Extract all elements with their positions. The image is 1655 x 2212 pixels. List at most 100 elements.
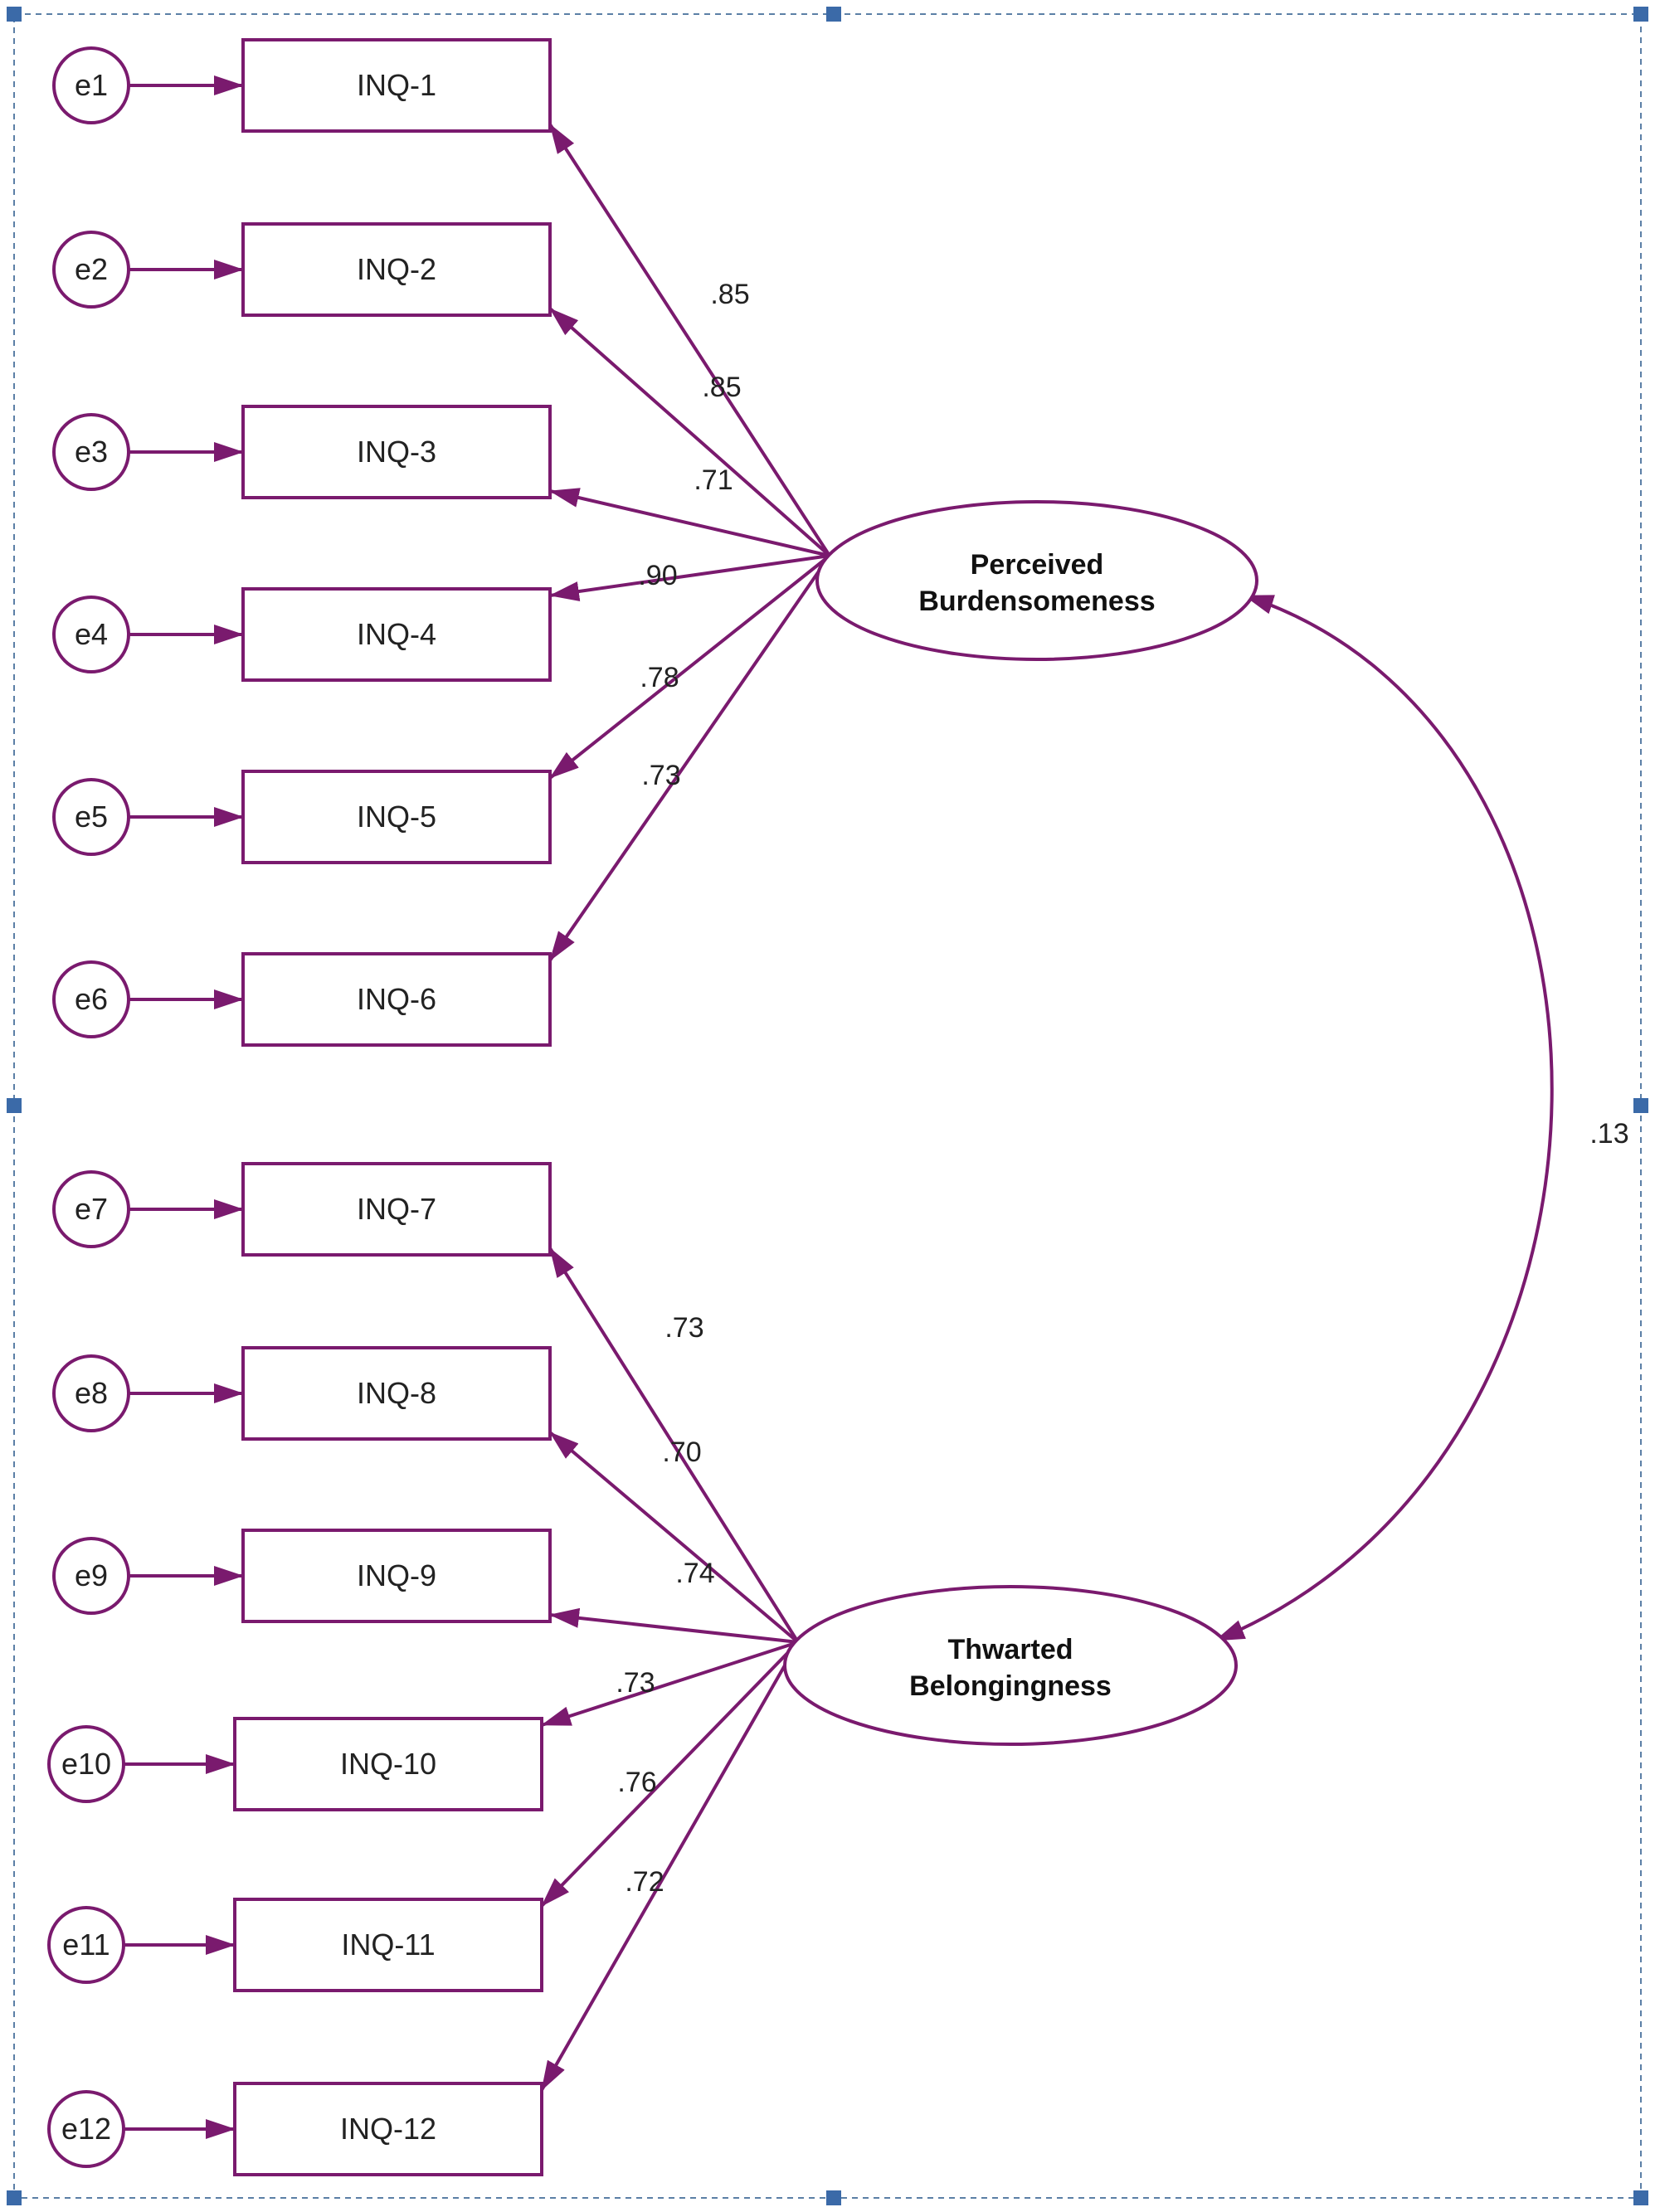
- error-label: e5: [75, 800, 108, 834]
- indicator-label: INQ-9: [357, 1558, 436, 1592]
- correlation-label: .13: [1589, 1118, 1628, 1150]
- indicator-label: INQ-7: [357, 1192, 436, 1226]
- error-term-e6[interactable]: e6: [52, 960, 130, 1038]
- latent-label-line: Burdensomeness: [918, 586, 1155, 617]
- indicator-box: [241, 587, 552, 682]
- indicator-label: INQ-3: [357, 435, 436, 469]
- error-term-e9[interactable]: e9: [52, 1537, 130, 1615]
- indicator-inq-2[interactable]: INQ-2: [241, 222, 552, 317]
- indicator-label: INQ-6: [357, 982, 436, 1016]
- indicator-box: [233, 2082, 543, 2176]
- indicator-inq-8[interactable]: INQ-8: [241, 1346, 552, 1441]
- loading-arrow: [540, 1641, 800, 1908]
- error-circle: [52, 960, 130, 1038]
- selection-handle[interactable]: [826, 7, 841, 22]
- error-label: e11: [62, 1928, 110, 1962]
- loading-label: .85: [702, 372, 741, 403]
- error-term-e10[interactable]: e10: [47, 1725, 125, 1803]
- selection-handle[interactable]: [1633, 7, 1648, 22]
- selection-handle[interactable]: [826, 2190, 841, 2205]
- loading-label: .73: [664, 1312, 703, 1344]
- error-term-e3[interactable]: e3: [52, 413, 130, 491]
- indicator-label: INQ-2: [357, 252, 436, 286]
- loading-arrow: [549, 554, 830, 601]
- loading-arrow: [548, 554, 831, 962]
- error-circle: [47, 1906, 125, 1984]
- latent-ellipse: [783, 1585, 1238, 1746]
- loading-label: .73: [641, 760, 680, 791]
- error-term-e12[interactable]: e12: [47, 2090, 125, 2168]
- error-label: e1: [75, 68, 108, 102]
- error-label: e3: [75, 435, 108, 469]
- selection-frame: [13, 13, 1642, 2199]
- latent-label-line: Belongingness: [909, 1670, 1112, 1702]
- indicator-box: [241, 1346, 552, 1441]
- indicator-inq-1[interactable]: INQ-1: [241, 38, 552, 133]
- selection-handle[interactable]: [1633, 2190, 1648, 2205]
- correlation-arrow: [1214, 594, 1554, 1642]
- error-circle: [52, 596, 130, 673]
- error-term-e11[interactable]: e11: [47, 1906, 125, 1984]
- loading-arrow: [548, 554, 831, 780]
- indicator-label: INQ-10: [340, 1747, 436, 1781]
- loading-label: .78: [640, 662, 679, 693]
- error-circle: [52, 778, 130, 856]
- indicator-inq-4[interactable]: INQ-4: [241, 587, 552, 682]
- selection-handle[interactable]: [7, 2190, 22, 2205]
- indicator-inq-11[interactable]: INQ-11: [233, 1898, 543, 1992]
- error-circle: [52, 413, 130, 491]
- error-circle: [47, 1725, 125, 1803]
- indicator-label: INQ-8: [357, 1376, 436, 1410]
- latent-label-line: Perceived: [971, 549, 1104, 581]
- error-label: e6: [75, 982, 108, 1016]
- loading-label: .74: [675, 1558, 714, 1589]
- indicator-box: [241, 38, 552, 133]
- indicator-label: INQ-1: [357, 68, 436, 102]
- selection-handle[interactable]: [7, 1098, 22, 1113]
- error-term-e7[interactable]: e7: [52, 1170, 130, 1248]
- indicator-inq-6[interactable]: INQ-6: [241, 952, 552, 1047]
- loading-label: .73: [616, 1667, 655, 1699]
- loading-arrow: [541, 1641, 799, 1727]
- loading-arrow: [548, 123, 831, 557]
- indicator-inq-7[interactable]: INQ-7: [241, 1162, 552, 1257]
- selection-handle[interactable]: [1633, 1098, 1648, 1113]
- indicator-inq-10[interactable]: INQ-10: [233, 1717, 543, 1811]
- indicator-label: INQ-5: [357, 800, 436, 834]
- indicator-inq-12[interactable]: INQ-12: [233, 2082, 543, 2176]
- error-label: e10: [61, 1747, 111, 1781]
- loading-label: .85: [710, 279, 749, 310]
- indicator-inq-3[interactable]: INQ-3: [241, 405, 552, 499]
- indicator-label: INQ-11: [341, 1928, 435, 1962]
- error-term-e8[interactable]: e8: [52, 1354, 130, 1432]
- selection-handle[interactable]: [7, 7, 22, 22]
- coefficient-labels: .85.85.71.90.78.73.73.70.74.73.76.72.13: [616, 279, 1628, 1898]
- loading-arrow: [548, 1247, 800, 1644]
- nodes: PerceivedBurdensomenessThwartedBelonging…: [47, 38, 1258, 2176]
- indicator-inq-5[interactable]: INQ-5: [241, 770, 552, 864]
- indicator-inq-9[interactable]: INQ-9: [241, 1529, 552, 1623]
- indicator-box: [241, 1162, 552, 1257]
- error-term-e4[interactable]: e4: [52, 596, 130, 673]
- error-term-e2[interactable]: e2: [52, 231, 130, 309]
- error-circle: [47, 2090, 125, 2168]
- error-label: e12: [61, 2112, 111, 2146]
- loading-arrow: [549, 1607, 799, 1644]
- selection-handles[interactable]: [7, 7, 1648, 2205]
- indicator-label: INQ-4: [357, 617, 436, 651]
- error-label: e8: [75, 1376, 108, 1410]
- error-label: e7: [75, 1192, 108, 1226]
- loading-arrow: [548, 307, 831, 557]
- error-term-e5[interactable]: e5: [52, 778, 130, 856]
- error-term-e1[interactable]: e1: [52, 46, 130, 124]
- loading-arrow: [548, 1431, 800, 1644]
- loading-label: .72: [625, 1866, 664, 1898]
- error-label: e9: [75, 1558, 108, 1592]
- indicator-box: [241, 952, 552, 1047]
- indicator-label: INQ-12: [340, 2112, 436, 2146]
- indicator-box: [241, 1529, 552, 1623]
- error-label: e4: [75, 617, 108, 651]
